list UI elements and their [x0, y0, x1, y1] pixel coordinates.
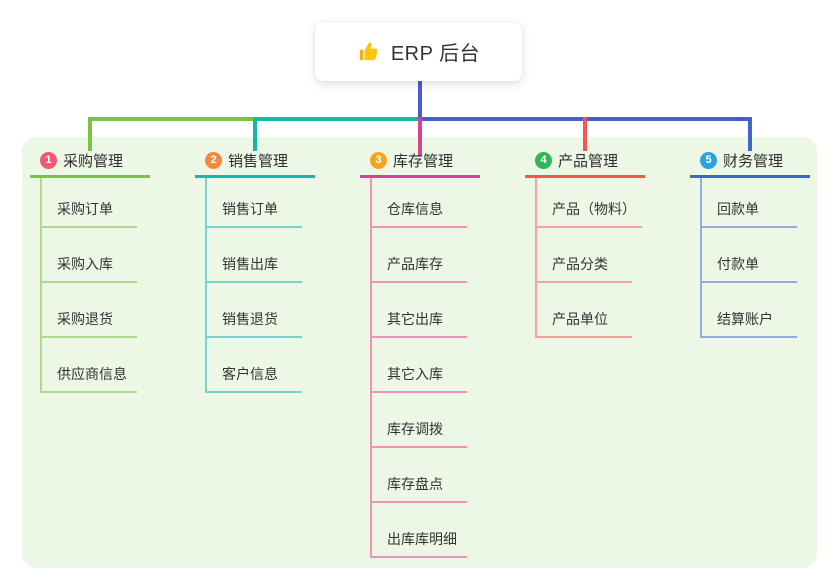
- child-topic[interactable]: 供应商信息: [40, 338, 137, 393]
- child-topic[interactable]: 采购退货: [40, 283, 137, 338]
- branch-topic-3[interactable]: 3 库存管理: [360, 145, 480, 178]
- branch-topic-4[interactable]: 4 产品管理: [525, 145, 645, 178]
- top-connector-segment-left: [88, 117, 253, 121]
- branch-drop-line: [253, 117, 257, 151]
- child-topic[interactable]: 销售退货: [205, 283, 302, 338]
- branch-index-badge: 3: [370, 151, 387, 169]
- root-node[interactable]: ERP 后台: [315, 22, 522, 81]
- branch-label: 产品管理: [558, 152, 619, 170]
- branch-drop-line: [748, 117, 752, 151]
- mindmap-panel: [22, 137, 817, 568]
- child-connector-line: [535, 178, 537, 338]
- child-topic[interactable]: 采购订单: [40, 178, 137, 228]
- thumbs-up-icon: [359, 42, 378, 60]
- branch-column-2: 2 销售管理销售订单销售出库销售退货客户信息: [195, 145, 315, 393]
- branch-topic-5[interactable]: 5 财务管理: [690, 145, 810, 178]
- branch-column-1: 1 采购管理采购订单采购入库采购退货供应商信息: [30, 145, 150, 393]
- child-topic[interactable]: 回款单: [700, 178, 797, 228]
- child-topic[interactable]: 库存调拨: [370, 393, 467, 448]
- branch-column-5: 5 财务管理回款单付款单结算账户: [690, 145, 810, 338]
- branch-drop-line: [583, 117, 587, 151]
- branch-label: 库存管理: [393, 152, 454, 170]
- child-topic[interactable]: 产品单位: [535, 283, 632, 338]
- branch-label: 财务管理: [723, 152, 784, 170]
- child-topic[interactable]: 销售出库: [205, 228, 302, 283]
- child-connector-line: [700, 178, 702, 338]
- branch-drop-line: [88, 117, 92, 151]
- branch-index-badge: 2: [205, 151, 222, 169]
- child-topic[interactable]: 其它出库: [370, 283, 467, 338]
- root-connector-line: [418, 81, 422, 121]
- branch-index-badge: 5: [700, 151, 717, 169]
- branch-topic-2[interactable]: 2 销售管理: [195, 145, 315, 178]
- root-title: ERP 后台: [390, 43, 481, 65]
- child-topic[interactable]: 其它入库: [370, 338, 467, 393]
- child-connector-line: [205, 178, 207, 393]
- top-connector-segment-middle: [253, 117, 418, 121]
- branch-index-badge: 1: [40, 151, 57, 169]
- branch-topic-1[interactable]: 1 采购管理: [30, 145, 150, 178]
- child-connector-line: [370, 178, 372, 558]
- child-topic[interactable]: 仓库信息: [370, 178, 467, 228]
- child-topic[interactable]: 产品库存: [370, 228, 467, 283]
- child-topic[interactable]: 产品分类: [535, 228, 632, 283]
- branch-index-badge: 4: [535, 151, 552, 169]
- child-topic[interactable]: 产品（物料）: [535, 178, 642, 228]
- child-topic[interactable]: 客户信息: [205, 338, 302, 393]
- branch-column-4: 4 产品管理产品（物料）产品分类产品单位: [525, 145, 645, 338]
- branch-drop-line: [418, 117, 422, 156]
- child-topic[interactable]: 出库库明细: [370, 503, 467, 558]
- child-topic[interactable]: 库存盘点: [370, 448, 467, 503]
- child-topic[interactable]: 销售订单: [205, 178, 302, 228]
- branch-label: 销售管理: [228, 152, 289, 170]
- branch-label: 采购管理: [63, 152, 124, 170]
- child-topic[interactable]: 结算账户: [700, 283, 797, 338]
- child-connector-line: [40, 178, 42, 393]
- child-topic[interactable]: 采购入库: [40, 228, 137, 283]
- branch-column-3: 3 库存管理仓库信息产品库存其它出库其它入库库存调拨库存盘点出库库明细: [360, 145, 480, 558]
- child-topic[interactable]: 付款单: [700, 228, 797, 283]
